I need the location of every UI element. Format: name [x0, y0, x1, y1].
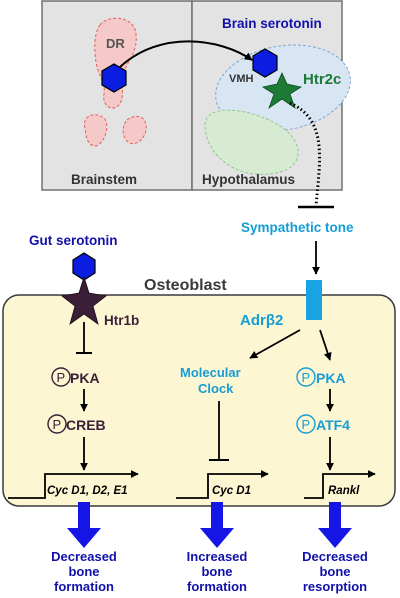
circled-p-icon [296, 367, 316, 387]
star-icon [261, 72, 303, 110]
outcome-line: Decreased [302, 549, 368, 564]
osteoblast-box [2, 294, 396, 507]
star-icon [61, 275, 107, 325]
htr2c-label: Htr2c [303, 71, 341, 88]
dr-to-vmh-arrow [119, 40, 253, 68]
molecular-clock-line1: Molecular [180, 365, 241, 380]
hexagon-icon [252, 48, 278, 78]
adrb2-to-clock-arrow [249, 329, 301, 359]
outcome-label-right: Decreased bone resorption [302, 549, 368, 594]
outcome-label-middle: Increased bone formation [187, 549, 248, 594]
left-pka-label: PKA [70, 370, 100, 386]
creb-label: CREB [66, 417, 106, 433]
outcome-line: bone [319, 564, 350, 579]
outcome-line: resorption [303, 579, 367, 594]
sympathetic-tone-label: Sympathetic tone [241, 220, 354, 235]
phosphate-label: P [302, 417, 311, 432]
outcome-arrow-right [318, 502, 352, 548]
bent-arrow-icon [176, 470, 269, 499]
middle-genes-label: Cyc D1 [212, 485, 251, 497]
outcome-arrow-left [67, 502, 101, 548]
outcome-line: Decreased [51, 549, 117, 564]
outcome-line: Increased [187, 549, 248, 564]
circled-p-icon [47, 414, 67, 434]
right-genes-label: Rankl [328, 485, 360, 497]
outcome-line: formation [54, 579, 114, 594]
hexagon-icon [101, 63, 127, 93]
dr-label: DR [106, 36, 125, 51]
gut-serotonin-label: Gut serotonin [29, 233, 118, 248]
outcome-label-left: Decreased bone formation [51, 549, 117, 594]
left-genes-label: Cyc D1, D2, E1 [47, 485, 128, 497]
bent-arrow-icon [304, 470, 376, 499]
outcome-line: formation [187, 579, 247, 594]
bent-arrow-icon [8, 470, 139, 499]
outcome-line: bone [201, 564, 232, 579]
circled-p-icon [296, 414, 316, 434]
osteoblast-cell: Osteoblast Htr1b Adrβ2 P PKA P CREB Cyc … [2, 252, 396, 507]
outcome-arrow-middle [200, 502, 234, 548]
outcome-line: bone [68, 564, 99, 579]
brainstem-label: Brainstem [71, 172, 137, 187]
dr-region-lower-left [83, 114, 108, 147]
dr-region-lower-right [122, 115, 147, 145]
phosphate-label: P [57, 370, 66, 385]
atf4-label: ATF4 [316, 417, 350, 433]
hypothalamus-green-region [204, 109, 299, 175]
adrb2-label: Adrβ2 [240, 312, 283, 329]
circled-p-icon [51, 367, 71, 387]
phosphate-label: P [53, 417, 62, 432]
osteoblast-title: Osteoblast [144, 277, 227, 294]
htr1b-label: Htr1b [104, 313, 139, 328]
htr2c-inhibition-dotted-line [289, 101, 321, 207]
molecular-clock-line2: Clock [198, 381, 234, 396]
vmh-label: VMH [229, 73, 254, 85]
adrb2-receptor [306, 280, 322, 320]
phosphate-label: P [302, 370, 311, 385]
right-pka-label: PKA [316, 370, 346, 386]
brain-serotonin-title: Brain serotonin [222, 16, 322, 31]
adrb2-to-pka-arrow [319, 329, 332, 361]
brain-panel: DR VMH Brain serotonin Htr2c Brainstem H… [41, 0, 351, 191]
hypothalamus-label: Hypothalamus [202, 172, 295, 187]
